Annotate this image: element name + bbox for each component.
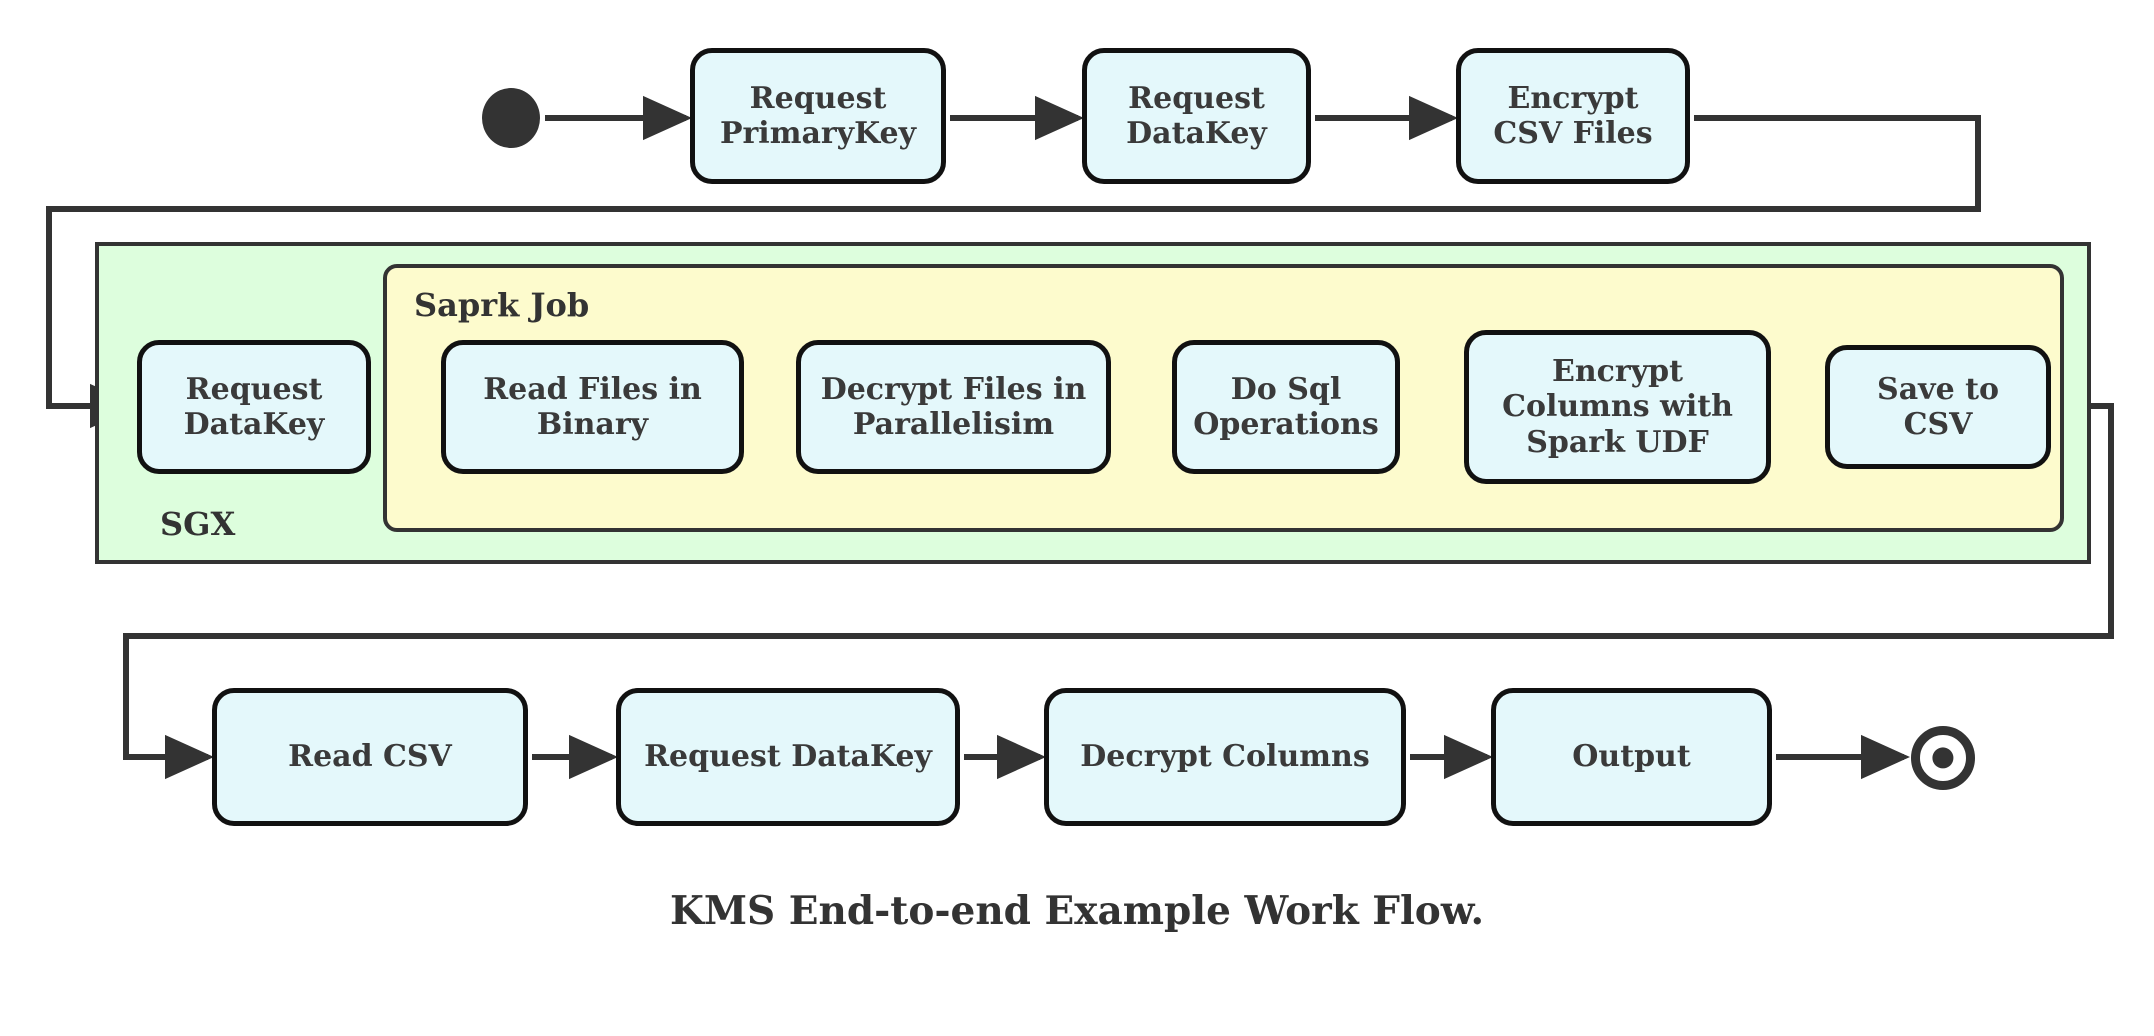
node-line: Request — [1128, 80, 1265, 116]
node-line: Spark UDF — [1526, 424, 1709, 460]
node-output[interactable]: Output — [1491, 688, 1772, 826]
node-line: Request DataKey — [644, 739, 932, 775]
node-line: Encrypt — [1551, 353, 1683, 389]
node-line: Read CSV — [288, 739, 452, 775]
node-encrypt-columns-with-spark-udf[interactable]: Encrypt Columns with Spark UDF — [1464, 330, 1771, 484]
group-spark-job-label: Saprk Job — [414, 286, 590, 324]
diagram-caption: KMS End-to-end Example Work Flow. — [669, 888, 1485, 934]
node-line: Operations — [1193, 407, 1379, 442]
node-line: Binary — [536, 407, 649, 442]
node-line: Request — [185, 371, 323, 407]
node-request-datakey-top[interactable]: Request DataKey — [1082, 48, 1311, 184]
node-line: Output — [1572, 739, 1691, 775]
node-line: Columns with — [1502, 389, 1733, 425]
node-line: CSV Files — [1493, 116, 1653, 151]
node-request-datakey-sgx[interactable]: Request DataKey — [137, 340, 371, 474]
node-line: Request — [749, 80, 887, 116]
node-line: Do Sql — [1230, 371, 1342, 407]
group-sgx-label: SGX — [160, 505, 236, 543]
node-do-sql-operations[interactable]: Do Sql Operations — [1172, 340, 1400, 474]
node-line: Read Files in — [483, 371, 702, 407]
node-line: Encrypt — [1507, 80, 1639, 116]
node-save-to-csv[interactable]: Save to CSV — [1825, 345, 2051, 469]
node-request-primarykey[interactable]: Request PrimaryKey — [690, 48, 946, 184]
node-line: Save to CSV — [1877, 371, 1999, 442]
node-line: Parallelisim — [852, 407, 1055, 442]
end-node-icon — [1911, 726, 1975, 790]
node-read-csv[interactable]: Read CSV — [212, 688, 528, 826]
node-line: PrimaryKey — [719, 116, 917, 151]
node-read-files-in-binary[interactable]: Read Files in Binary — [441, 340, 744, 474]
node-decrypt-columns[interactable]: Decrypt Columns — [1044, 688, 1406, 826]
end-node-inner-dot — [1932, 747, 1954, 769]
node-line: Decrypt Columns — [1080, 739, 1370, 775]
node-request-datakey-bottom[interactable]: Request DataKey — [616, 688, 960, 826]
node-decrypt-files-in-parallelisim[interactable]: Decrypt Files in Parallelisim — [796, 340, 1111, 474]
start-node-icon — [482, 88, 540, 148]
node-line: DataKey — [183, 407, 325, 442]
node-line: DataKey — [1126, 116, 1267, 151]
node-line: Decrypt Files in — [820, 371, 1087, 407]
node-encrypt-csv-files[interactable]: Encrypt CSV Files — [1456, 48, 1690, 184]
